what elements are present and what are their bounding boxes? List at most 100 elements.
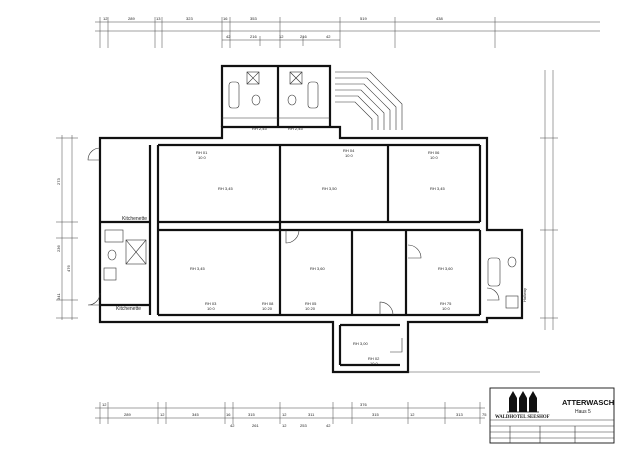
room-number: RH 08 [262,301,274,306]
dim-bottom2-4: 42 [326,423,331,428]
kitchenette-bottom-label: Kitchenette [116,306,141,312]
dim-bottom-5: 315 [248,412,255,417]
room-code: 10 0 [442,306,451,311]
dim-bottom-4: 16 [226,412,231,417]
toilet-icon [251,94,261,106]
room-area: RH 3,50 [322,186,337,191]
dim-bottom-12: 75 [482,412,487,417]
interior-walls [100,143,482,367]
room-top-left: RH 01 10 0 RH 3,45 [196,150,233,191]
room-labels: RH 01 10 0 RH 3,45 RH 04 10 0 RH 3,50 RH… [190,148,453,366]
door-swing [390,338,403,353]
dim-left-1: 236 [56,245,61,252]
room-area: RH 3,45 [190,266,205,271]
room-bottom-left: RH 3,45 RH 03 10 0 [190,266,217,311]
dim-bottom-1: 289 [124,412,131,417]
door-swing [486,287,500,301]
dim-top2-4: 42 [326,34,331,39]
door-swing [87,147,101,161]
dim-top-7: 438 [436,16,443,21]
dim-bottom-11: 313 [456,412,463,417]
room-top-right: RH 06 10 0 RH 3,45 [428,150,445,191]
dim-top2-1: 216 [250,34,257,39]
room-number: RH 75 [440,301,452,306]
dim-top-2: 13 [156,16,161,21]
left-dimension-lines: 273 236 476 341 [56,135,78,320]
staircase [335,71,403,130]
dim-bottom2-2: 12 [282,423,287,428]
dim-top-4: 16 [223,16,228,21]
sheet-title: Haus 5 [575,409,591,415]
room-area: RH 3,45 [218,186,233,191]
door-swing [285,229,300,244]
project-title: ATTERWASCH [562,398,614,407]
dim-bottom2-1: 261 [252,423,259,428]
dim-bottom-8: 376 [360,402,367,407]
dim-bottom2-0: 42 [230,423,235,428]
dim-left-0: 273 [56,178,61,185]
kitchenette-top-label: Kitchenette [122,216,147,222]
dim-bottom2-3: 253 [300,423,307,428]
room-number: RH 04 [343,148,355,153]
shower-icon [125,239,147,265]
room-code: 10 0 [345,153,354,158]
bathtub-icon [307,81,319,109]
room-number: RH 06 [428,150,440,155]
room-number: RH 01 [196,150,208,155]
shower-icon [246,71,260,85]
hallway-label: Hallway [522,288,527,302]
brand-logo [507,391,539,413]
room-bottom-mid: RH 3,60 RH 05 10 20 [305,266,325,311]
washbasin-icon [103,267,117,281]
room-area: RH 3,60 [310,266,325,271]
right-dimension-lines [408,70,558,373]
dim-top-5: 353 [250,16,257,21]
room-area: RH 3,00 [353,341,368,346]
room-area: RH 3,45 [430,186,445,191]
top-bathrooms: RH 2,45 RH 2,45 [220,64,332,131]
room-code: 10 0 [198,155,207,160]
bathtub-icon [228,81,240,109]
kitchenette-fixtures: Kitchenette Kitchenette [103,216,147,312]
room-code: 10 20 [262,306,273,311]
exterior-walls [98,125,524,374]
brand-name: WALDHOTEL SEESHOF [495,415,550,420]
doors [87,147,500,353]
room-number: RH 05 [305,301,317,306]
dim-bottom-9: 315 [372,412,379,417]
room-code: 10 0 [207,306,216,311]
dim-bottom-10: 12 [410,412,415,417]
dim-bottom-6: 12 [282,412,287,417]
dim-bottom-2: 12 [160,412,165,417]
room-code: 10 20 [305,306,316,311]
shower-icon [289,71,303,85]
door-swing [87,292,101,306]
dim-bottom-3: 345 [192,412,199,417]
dim-left-2: 476 [66,265,71,272]
dim-top2-0: 42 [226,34,231,39]
wc-label-2: RH 2,45 [288,126,303,131]
dim-bottom-7: 311 [308,412,315,417]
top-dimension-lines: 12 289 13 323 16 353 519 438 42 216 12 2… [95,16,600,48]
dim-top-1: 289 [128,16,135,21]
dim-top-0: 12 [103,16,108,21]
dim-top2-2: 12 [279,34,284,39]
dim-top-6: 519 [360,16,367,21]
bottom-dimension-lines: 12 289 12 345 16 315 12 311 376 315 12 3… [95,402,487,428]
room-code: 10 0 [430,155,439,160]
kitchen-counter-icon [104,229,124,243]
room-annex: RH 3,00 RH 02 10 0 [353,341,380,366]
title-block: WALDHOTEL SEESHOF ATTERWASCH Haus 5 [489,387,615,444]
dim-left-3: 341 [56,293,61,300]
door-swing [407,244,422,259]
right-bathroom: Hallway [487,256,527,309]
toilet-icon [507,256,517,268]
wc-label-1: RH 2,45 [252,126,267,131]
room-number: RH 02 [368,356,380,361]
room-top-mid: RH 04 10 0 RH 3,50 [322,148,355,191]
toilet-icon [287,94,297,106]
dim-bottom-0: 12 [102,402,107,407]
toilet-icon [107,249,117,261]
room-code: 10 0 [370,361,379,366]
